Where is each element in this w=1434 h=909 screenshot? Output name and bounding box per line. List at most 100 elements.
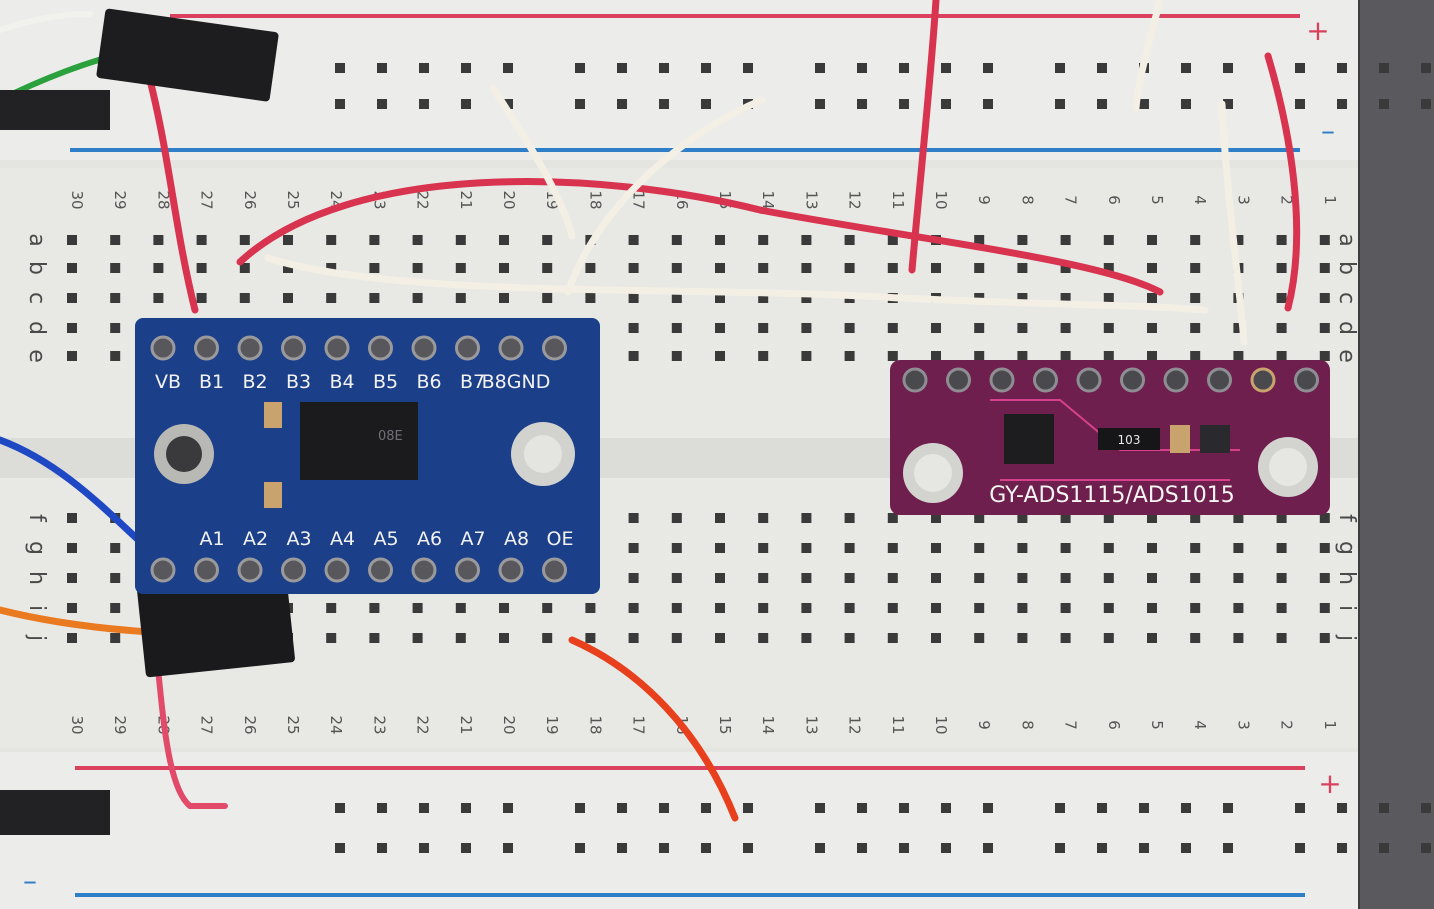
breadboard-hole [715, 513, 725, 523]
breadboard-hole [715, 263, 725, 273]
breadboard-hole [585, 263, 596, 273]
rail-hole [1097, 63, 1107, 73]
breadboard-hole [369, 633, 380, 643]
rail-hole [815, 63, 825, 73]
breadboard-hole [1233, 351, 1244, 361]
pin-label: B3 [286, 371, 311, 393]
column-number-bottom: 20 [500, 715, 518, 734]
row-letter: h [1334, 571, 1359, 585]
breadboard-hole [1190, 351, 1201, 361]
breadboard-hole [1103, 323, 1114, 333]
row-letter: d [1334, 321, 1359, 335]
rail-hole [1379, 99, 1389, 109]
breadboard-hole [844, 543, 855, 553]
rail-hole [1181, 99, 1191, 109]
rail-hole [1097, 843, 1107, 853]
column-number-top: 29 [111, 190, 129, 209]
rail-hole [1295, 99, 1305, 109]
pin-label: A3 [286, 528, 311, 550]
breadboard-hole [931, 263, 941, 273]
breadboard-hole [239, 263, 250, 273]
breadboard-hole [628, 263, 639, 273]
header-pin [411, 335, 437, 361]
dupont-connector-bottomleft [0, 790, 110, 835]
pin-label: B7 [460, 371, 485, 393]
row-letter: b [1334, 261, 1359, 275]
breadboard-hole [1276, 633, 1287, 643]
breadboard-hole [1147, 263, 1157, 273]
breadboard-hole [931, 603, 941, 613]
column-number-bottom: 1 [1321, 720, 1339, 730]
rail-hole [1295, 63, 1305, 73]
rail-hole [1055, 99, 1065, 109]
breadboard-hole [110, 633, 121, 643]
column-number-bottom: 23 [370, 715, 388, 734]
breadboard-hole [1060, 573, 1071, 583]
row-letter: d [24, 321, 49, 335]
rail-hole [575, 63, 585, 73]
breadboard-hole [974, 543, 985, 553]
breadboard-hole [1103, 543, 1114, 553]
breadboard-hole [1233, 323, 1244, 333]
rail-hole [461, 99, 471, 109]
column-number-top: 6 [1105, 195, 1123, 205]
breadboard-hole [67, 513, 77, 523]
breadboard-hole [758, 235, 769, 245]
header-pin [542, 335, 567, 361]
pin-label: A5 [373, 528, 398, 550]
breadboard-hole [239, 293, 250, 303]
column-number-bottom: 22 [414, 715, 432, 734]
pin-label: B6 [416, 371, 441, 393]
breadboard-hole [110, 543, 121, 553]
breadboard-hole [1017, 293, 1028, 303]
breadboard-hole [1147, 293, 1157, 303]
breadboard-hole [801, 633, 812, 643]
header-pin [1294, 367, 1319, 393]
rail-hole [575, 803, 585, 813]
breadboard-hole [1060, 235, 1071, 245]
breadboard-hole [801, 263, 812, 273]
breadboard-hole [67, 323, 77, 333]
breadboard-hole [1319, 633, 1330, 643]
breadboard-hole [1103, 235, 1114, 245]
breadboard-hole [1060, 323, 1071, 333]
header-pin [150, 557, 176, 583]
breadboard-hole [1017, 513, 1028, 523]
row-letter: e [1334, 349, 1359, 363]
dupont-connector-topleft [0, 90, 110, 130]
rail-hole [899, 99, 909, 109]
rail-hole [815, 843, 825, 853]
header-pin [1076, 367, 1102, 393]
breadboard-hole [1060, 543, 1071, 553]
breadboard-hole [153, 263, 164, 273]
breadboard-hole [758, 293, 769, 303]
breadboard-hole [844, 323, 855, 333]
breadboard-hole [671, 351, 682, 361]
rail-hole [1337, 843, 1347, 853]
white-wire-cross-b [564, 96, 766, 296]
breadboard-hole [801, 603, 812, 613]
breadboard-hole [1147, 633, 1157, 643]
column-number-top: 11 [889, 190, 907, 209]
rail-hole [983, 99, 993, 109]
rail-hole [983, 63, 993, 73]
breadboard-hole [412, 235, 423, 245]
rail-hole [1421, 803, 1431, 813]
rail-hole [1295, 843, 1305, 853]
column-number-bottom: 3 [1234, 720, 1252, 730]
rail-hole [617, 803, 627, 813]
breadboard-hole [887, 633, 898, 643]
header-pin [1033, 367, 1058, 393]
breadboard-hole [1276, 263, 1287, 273]
adc-resistor-marking: 103 [1118, 433, 1141, 447]
row-letter: a [24, 233, 49, 246]
breadboard-hole [628, 323, 639, 333]
rail-hole [659, 63, 669, 73]
rail-hole [335, 803, 345, 813]
breadboard-hole [1190, 513, 1201, 523]
breadboard-hole [801, 573, 812, 583]
breadboard-hole [1190, 573, 1201, 583]
breadboard-hole [239, 235, 250, 245]
